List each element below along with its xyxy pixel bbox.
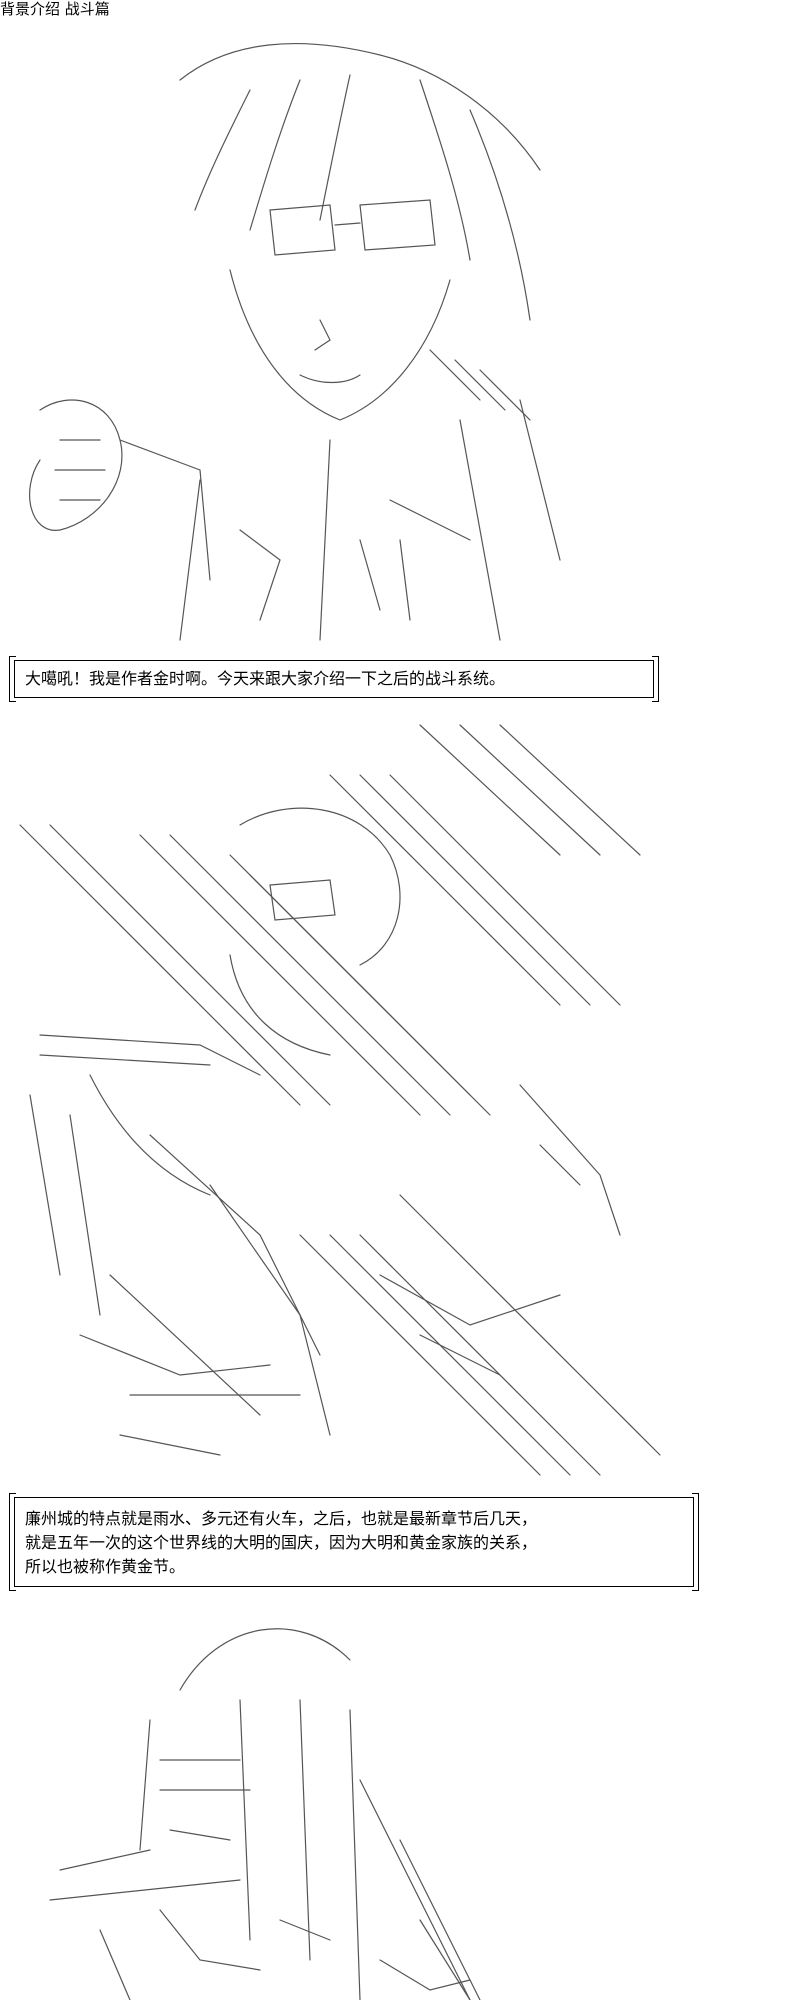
ascii-art-character-partial-icon	[49, 1628, 481, 2000]
caption-box-1: 大噶吼！我是作者金时啊。今天来跟大家介绍一下之后的战斗系统。	[9, 656, 659, 702]
ascii-art-panel-1	[0, 20, 800, 650]
caption-line: 所以也被称作黄金节。	[25, 1557, 186, 1576]
ascii-art-panel-3	[0, 1600, 800, 2000]
caption-line: 廉州城的特点就是雨水、多元还有火车，之后，也就是最新章节后几天，	[25, 1509, 538, 1528]
caption-line: 就是五年一次的这个世界线的大明的国庆，因为大明和黄金家族的关系，	[25, 1533, 538, 1552]
page-title: 背景介绍 战斗篇	[0, 0, 110, 18]
caption-box-2: 廉州城的特点就是雨水、多元还有火车，之后，也就是最新章节后几天， 就是五年一次的…	[9, 1493, 699, 1591]
caption-line: 大噶吼！我是作者金时啊。今天来跟大家介绍一下之后的战斗系统。	[25, 669, 506, 688]
ascii-art-character-glasses-icon	[29, 43, 561, 641]
ascii-art-character-rain-icon	[19, 724, 661, 1476]
ascii-art-panel-2	[0, 715, 800, 1485]
